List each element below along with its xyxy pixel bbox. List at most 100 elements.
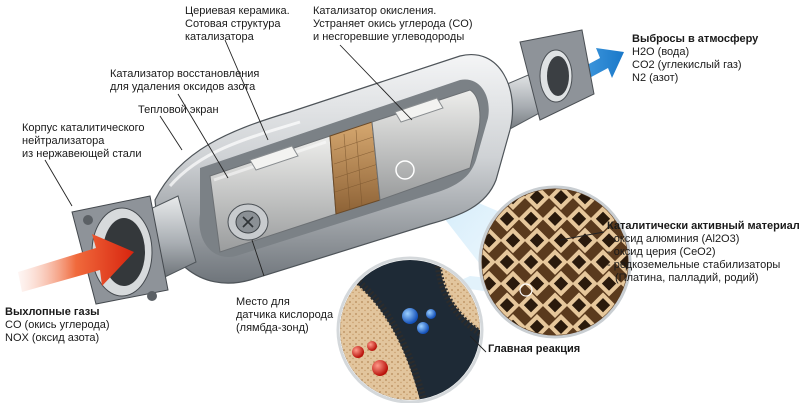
honeycomb-cell	[569, 166, 589, 186]
honeycomb-cell	[500, 270, 526, 297]
label-heat-shield-line: Тепловой экран	[138, 104, 219, 116]
honeycomb-cell	[521, 166, 541, 186]
label-body-line: из нержавеющей стали	[22, 148, 142, 160]
honeycomb-cell	[623, 360, 643, 380]
label-oxidation-line: Катализатор окисления.	[313, 5, 437, 17]
honeycomb-cell	[671, 317, 691, 337]
honeycomb-cell	[548, 270, 574, 297]
honeycomb-cell	[641, 295, 661, 315]
emissions-item: H2O (вода)	[632, 46, 690, 58]
active-material-item: - оксид алюминия (Al2O3)	[607, 233, 740, 245]
oxygen-sensor-port	[227, 203, 269, 241]
label-oxidation-line: и несгоревшие углеводороды	[313, 31, 465, 43]
honeycomb-cell	[575, 144, 595, 164]
molecule-red	[372, 360, 388, 376]
honeycomb-cell	[620, 189, 628, 211]
honeycomb-cell	[671, 144, 691, 164]
honeycomb-cell	[647, 317, 667, 337]
honeycomb-cell	[494, 205, 520, 232]
label-main-reaction: Главная реакция	[488, 343, 580, 356]
honeycomb-cell	[596, 227, 622, 254]
reaction-closeup	[336, 256, 484, 403]
honeycomb-cell	[590, 292, 616, 319]
honeycomb-cell	[527, 360, 547, 380]
label-body-line: нейтрализатора	[22, 135, 105, 147]
honeycomb-cell	[590, 205, 616, 232]
honeycomb-cell	[641, 338, 661, 358]
honeycomb-cell	[542, 292, 568, 319]
honeycomb-cell	[590, 249, 616, 275]
label-oxidation-line: Устраняет окись углерода (CO)	[313, 18, 473, 30]
honeycomb-cell	[548, 189, 574, 211]
honeycomb-cell	[665, 166, 685, 186]
honeycomb-cell	[593, 338, 613, 358]
honeycomb-cell	[548, 227, 574, 254]
honeycomb-cell	[545, 166, 565, 186]
honeycomb-cell	[500, 227, 526, 254]
label-exhaust: Выхлопные газы CO (окись углерода) NOX (…	[5, 306, 110, 345]
honeycomb-closeup	[431, 144, 691, 380]
honeycomb-cell	[497, 166, 517, 186]
emissions-item: N2 (азот)	[632, 72, 679, 84]
honeycomb-cell	[566, 292, 592, 319]
honeycomb-cell	[494, 249, 520, 275]
label-ceramic-line: катализатора	[185, 31, 254, 43]
honeycomb-cell	[524, 227, 550, 254]
label-heat-shield: Тепловой экран	[138, 104, 219, 117]
honeycomb-cell	[542, 249, 568, 275]
molecule-blue	[417, 322, 429, 334]
honeycomb-cell	[494, 292, 520, 319]
honeycomb-cell	[449, 252, 469, 272]
honeycomb-cell	[542, 205, 568, 232]
honeycomb-cell	[647, 144, 667, 164]
leader-lines	[44, 39, 605, 353]
honeycomb-cell	[431, 230, 451, 250]
active-material-item: - оксид церия (CeO2)	[607, 246, 716, 258]
honeycomb-cell	[620, 313, 628, 335]
label-ceramic-line: Цериевая керамика.	[185, 5, 290, 17]
label-oxygen-sensor: Место для датчика кислорода (лямбда-зонд…	[236, 296, 333, 335]
honeycomb-cell	[503, 360, 523, 380]
honeycomb-cell	[548, 313, 574, 335]
honeycomb-cell	[503, 144, 523, 164]
honeycomb-cell	[623, 144, 643, 164]
honeycomb-cell	[482, 249, 496, 275]
honeycomb-cell	[566, 249, 592, 275]
honeycomb-cell	[479, 360, 499, 380]
honeycomb-cell	[665, 338, 685, 358]
active-material-item: - редкоземельные стабилизаторы	[607, 259, 781, 271]
honeycomb-cell	[572, 270, 598, 297]
exhaust-title: Выхлопные газы	[5, 306, 100, 318]
honeycomb-cell	[617, 166, 637, 186]
oxygen-sensor-line: датчика кислорода	[236, 309, 334, 321]
molecule-red	[352, 346, 364, 358]
honeycomb-cell	[647, 360, 667, 380]
honeycomb-cell	[575, 360, 595, 380]
ceramic-honeycomb	[329, 121, 381, 215]
label-emissions: Выбросы в атмосферу H2O (вода) CO2 (угле…	[632, 33, 758, 85]
label-ceramic-line: Сотовая структура	[185, 18, 281, 30]
honeycomb-cell	[518, 205, 544, 232]
honeycomb-cell	[518, 249, 544, 275]
focus-circle	[395, 160, 415, 180]
emissions-item: CO2 (углекислый газ)	[632, 59, 742, 71]
honeycomb-cell	[566, 205, 592, 232]
oxygen-sensor-line: Место для	[236, 296, 290, 308]
honeycomb-cell	[551, 144, 571, 164]
honeycomb-cell	[614, 249, 628, 275]
inlet-arrow	[18, 234, 134, 292]
label-body-line: Корпус каталитического	[22, 122, 145, 134]
exhaust-item: NOX (оксид азота)	[5, 332, 100, 344]
honeycomb-cell	[551, 360, 571, 380]
honeycomb-cell	[671, 360, 691, 380]
label-active-material: Каталитически активный материал - оксид …	[607, 220, 800, 285]
label-reduction-catalyst: Катализатор восстановления для удаления …	[110, 68, 259, 94]
honeycomb-cell	[641, 166, 661, 186]
exhaust-item: CO (окись углерода)	[5, 319, 110, 331]
main-reaction-title: Главная реакция	[488, 343, 581, 355]
honeycomb-cell	[671, 187, 691, 207]
honeycomb-cell	[647, 187, 667, 207]
active-material-item: (Платина, палладий, родий)	[615, 272, 759, 284]
label-ceramic: Цериевая керамика. Сотовая структура кат…	[185, 5, 290, 44]
